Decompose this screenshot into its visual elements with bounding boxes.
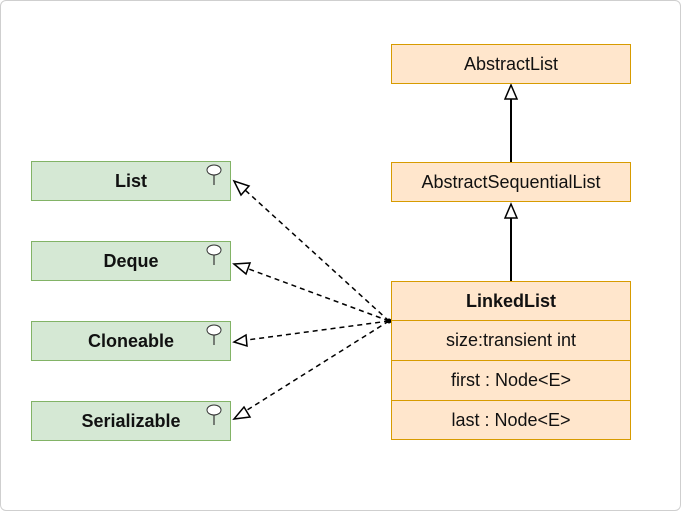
class-abstract-sequential-list-label: AbstractSequentialList xyxy=(421,171,601,192)
inheritance-arrow-ll-to-asl xyxy=(503,202,519,281)
lollipop-icon xyxy=(206,324,222,345)
class-abstract-sequential-list: AbstractSequentialList xyxy=(391,162,631,202)
realization-arrow-serializable xyxy=(232,320,390,420)
interface-list: List xyxy=(31,161,231,201)
lollipop-icon xyxy=(206,244,222,265)
class-linked-list-field: size:transient int xyxy=(391,320,631,361)
interface-list-label: List xyxy=(114,170,147,191)
class-abstract-list-label: AbstractList xyxy=(463,53,559,74)
interface-serializable-label: Serializable xyxy=(81,410,181,431)
interface-cloneable: Cloneable xyxy=(31,321,231,361)
realization-arrow-list xyxy=(232,179,390,322)
realization-arrow-cloneable xyxy=(232,320,390,348)
class-linked-list-header: LinkedList xyxy=(391,281,631,321)
field-first: first : Node<E> xyxy=(450,370,572,390)
class-linked-list-name: LinkedList xyxy=(465,290,556,311)
realization-arrow-deque xyxy=(232,262,390,322)
field-last: last : Node<E> xyxy=(451,409,571,430)
realization-origin-point xyxy=(386,318,392,324)
lollipop-icon xyxy=(206,164,222,185)
class-abstract-list: AbstractList xyxy=(391,44,631,84)
class-linked-list-field: last : Node<E> xyxy=(391,400,631,440)
class-linked-list-field: first : Node<E> xyxy=(391,360,631,401)
inheritance-arrow-asl-to-al xyxy=(503,83,519,162)
lollipop-icon xyxy=(206,404,222,425)
interface-deque-label: Deque xyxy=(103,250,159,271)
interface-cloneable-label: Cloneable xyxy=(87,330,175,351)
field-size: size:transient int xyxy=(445,330,577,350)
interface-serializable: Serializable xyxy=(31,401,231,441)
interface-deque: Deque xyxy=(31,241,231,281)
